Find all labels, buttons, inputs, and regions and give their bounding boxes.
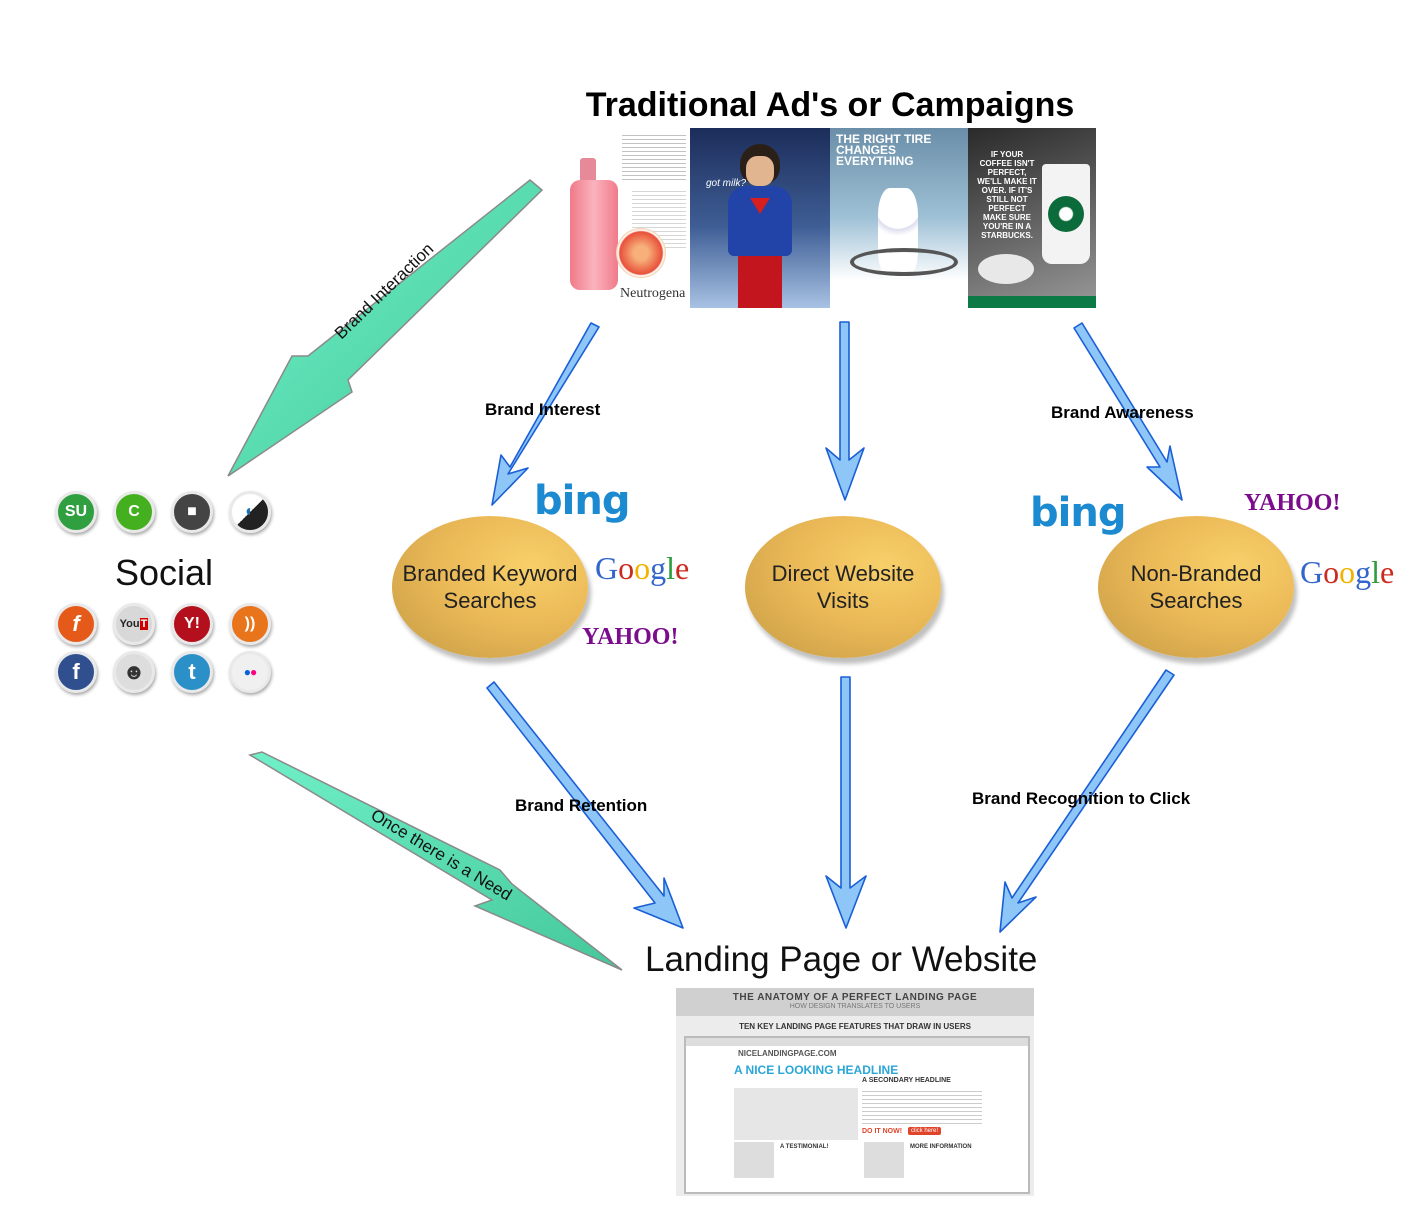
google-logo-left: Google — [595, 550, 690, 586]
lp-button: click here! — [908, 1127, 942, 1135]
lp-head3: TEN KEY LANDING PAGE FEATURES THAT DRAW … — [739, 1022, 971, 1031]
arrow-once-need — [248, 751, 623, 971]
ad-starbucks-headline: IF YOUR COFFEE ISN'T PERFECT, WE'LL MAKE… — [977, 150, 1037, 240]
arrow-brand-interest — [491, 322, 600, 506]
arrow-direct-top — [825, 321, 865, 501]
nonbranded-line2: Searches — [1149, 588, 1243, 613]
lp-head1: THE ANATOMY OF A PERFECT LANDING PAGE — [732, 992, 978, 1003]
lp-more: MORE INFORMATION — [910, 1144, 972, 1150]
yahoo-logo-right: YAHOO! — [1244, 490, 1341, 516]
twitter-icon: t — [171, 651, 213, 693]
bing-logo-left: bing — [534, 478, 630, 524]
rss-icon: )) — [229, 603, 271, 645]
nonbranded-line1: Non-Branded — [1130, 561, 1262, 586]
facebook-icon: f — [55, 651, 97, 693]
brand-retention-label: Brand Retention — [515, 796, 648, 815]
ad-michelin-headline: THE RIGHT TIRE CHANGES EVERYTHING — [836, 132, 932, 168]
delicious-icon: ■ — [171, 491, 213, 533]
arrow-brand-retention — [486, 681, 684, 929]
bing-logo-right: bing — [1030, 490, 1126, 536]
ad-superman-text: got milk? — [706, 178, 747, 189]
yahoo-icon: Y! — [171, 603, 213, 645]
lp-headline: A NICE LOOKING HEADLINE — [734, 1063, 899, 1077]
ad-starbucks: IF YOUR COFFEE ISN'T PERFECT, WE'LL MAKE… — [968, 128, 1096, 308]
brand-recognition-label: Brand Recognition to Click — [972, 789, 1191, 808]
friendfeed-icon: f — [55, 603, 97, 645]
lp-cta: DO IT NOW! — [862, 1128, 903, 1135]
reddit-icon: ☻ — [113, 651, 155, 693]
lp-head2: HOW DESIGN TRANSLATES TO USERS — [789, 1003, 921, 1010]
diagram-title: Traditional Ad's or Campaigns — [585, 86, 1075, 124]
landing-page-thumbnail: THE ANATOMY OF A PERFECT LANDING PAGE HO… — [676, 988, 1034, 1196]
branded-line1: Branded Keyword — [402, 561, 578, 586]
google-logo-right: Google — [1300, 554, 1395, 590]
lp-site: NICELANDINGPAGE.COM — [738, 1049, 837, 1058]
lp-testimonial: A TESTIMONIAL! — [780, 1144, 829, 1150]
brand-awareness-label: Brand Awareness — [1051, 403, 1194, 422]
arrow-brand-interaction — [227, 179, 544, 477]
newsvine-icon: ◐ — [229, 491, 271, 533]
branded-line2: Searches — [443, 588, 537, 613]
ad-superman: got milk? — [690, 128, 830, 308]
social-title: Social — [115, 552, 214, 593]
neutrogena-brand: Neutrogena — [620, 286, 686, 301]
brand-interest-label: Brand Interest — [485, 400, 601, 419]
direct-line2: Visits — [816, 588, 870, 613]
arrow-brand-recognition — [999, 669, 1175, 933]
flickr-icon: ●● — [229, 651, 271, 693]
stumbleupon-icon: SU — [55, 491, 97, 533]
arrow-brand-awareness — [1073, 322, 1183, 501]
direct-line1: Direct Website — [771, 561, 915, 586]
lp-secondary: A SECONDARY HEADLINE — [862, 1077, 951, 1084]
arrow-direct-bottom — [825, 676, 867, 929]
landing-title: Landing Page or Website — [645, 940, 1038, 979]
ad-michelin: THE RIGHT TIRE CHANGES EVERYTHING — [830, 128, 968, 308]
technorati-icon: C — [113, 491, 155, 533]
yahoo-logo-left: YAHOO! — [582, 624, 679, 650]
ad-neutrogena: Neutrogena — [562, 128, 690, 308]
